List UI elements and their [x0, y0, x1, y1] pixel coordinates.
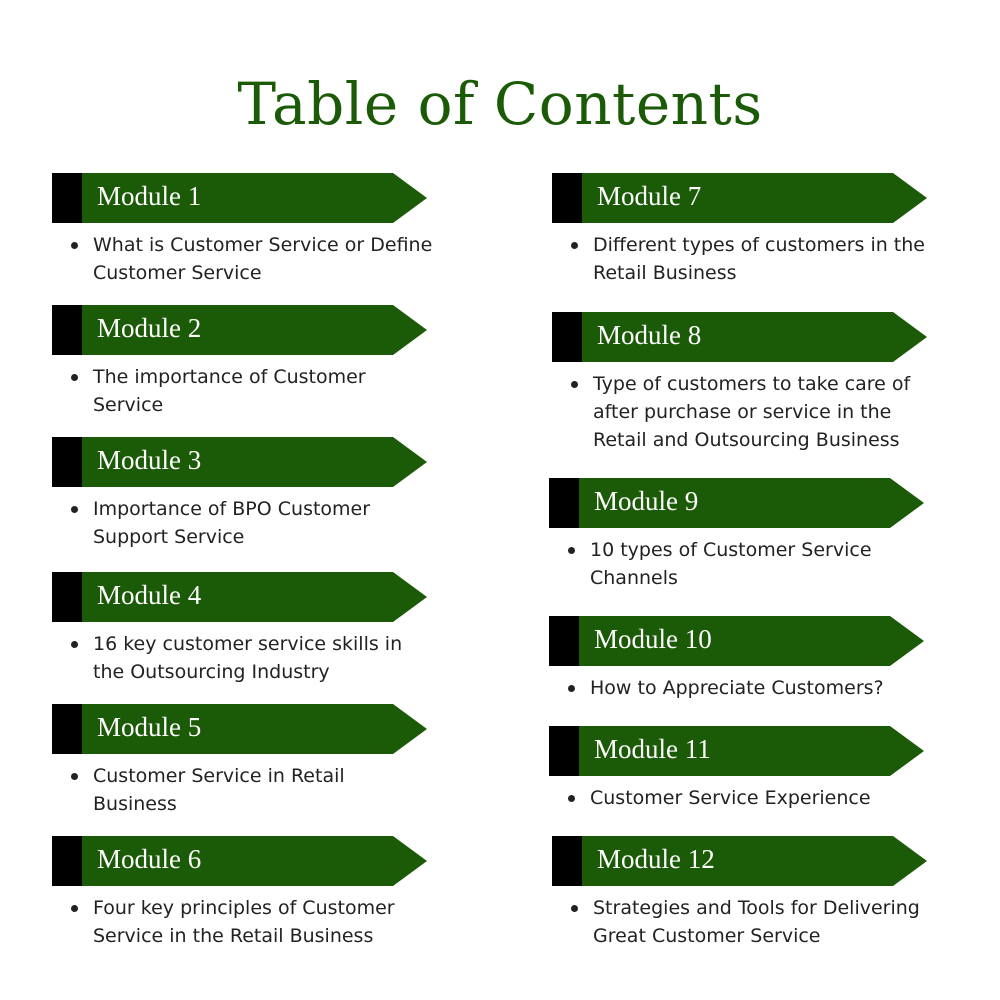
module-section: Module 2 The importance of Customer Serv…: [52, 305, 432, 419]
page-title: Table of Contents: [237, 70, 763, 138]
module-banner: Module 7: [552, 173, 927, 223]
module-banner: Module 9: [549, 478, 924, 528]
arrow-banner-shape: [582, 836, 927, 886]
module-topics: Type of customers to take care of after …: [552, 370, 932, 454]
module-banner: Module 2: [52, 305, 427, 355]
arrow-banner-shape: [82, 305, 427, 355]
module-section: Module 10 How to Appreciate Customers?: [549, 616, 929, 702]
banner-black-block: [52, 704, 82, 754]
banner-black-block: [52, 836, 82, 886]
arrow-banner-shape: [82, 704, 427, 754]
banner-black-block: [552, 173, 582, 223]
module-label: Module 11: [594, 734, 711, 764]
list-item: 10 types of Customer Service Channels: [568, 536, 930, 592]
list-item: Importance of BPO Customer Support Servi…: [71, 495, 433, 551]
list-item: Type of customers to take care of after …: [571, 370, 933, 454]
module-label: Module 3: [97, 445, 202, 475]
module-label: Module 7: [597, 181, 702, 211]
module-topics: 16 key customer service skills in the Ou…: [52, 630, 432, 686]
module-section: Module 3 Importance of BPO Customer Supp…: [52, 437, 432, 551]
module-section: Module 7 Different types of customers in…: [552, 173, 932, 287]
module-banner: Module 11: [549, 726, 924, 776]
module-section: Module 5 Customer Service in Retail Busi…: [52, 704, 432, 818]
arrow-banner-shape: [579, 726, 924, 776]
banner-black-block: [52, 437, 82, 487]
module-section: Module 8 Type of customers to take care …: [552, 312, 932, 454]
module-banner: Module 6: [52, 836, 427, 886]
module-topics: Strategies and Tools for Delivering Grea…: [552, 894, 932, 950]
module-topics: Customer Service in Retail Business: [52, 762, 432, 818]
module-section: Module 9 10 types of Customer Service Ch…: [549, 478, 929, 592]
module-section: Module 4 16 key customer service skills …: [52, 572, 432, 686]
module-label: Module 5: [97, 712, 202, 742]
arrow-banner-shape: [582, 173, 927, 223]
banner-black-block: [552, 312, 582, 362]
banner-black-block: [552, 836, 582, 886]
module-label: Module 1: [97, 181, 202, 211]
list-item: Different types of customers in the Reta…: [571, 231, 933, 287]
banner-black-block: [52, 173, 82, 223]
module-banner: Module 5: [52, 704, 427, 754]
module-banner: Module 10: [549, 616, 924, 666]
banner-black-block: [549, 616, 579, 666]
banner-black-block: [549, 478, 579, 528]
banner-black-block: [549, 726, 579, 776]
module-section: Module 11 Customer Service Experience: [549, 726, 929, 812]
module-label: Module 8: [597, 320, 702, 350]
module-section: Module 12 Strategies and Tools for Deliv…: [552, 836, 932, 950]
arrow-banner-shape: [82, 836, 427, 886]
module-label: Module 10: [594, 624, 712, 654]
module-section: Module 6 Four key principles of Customer…: [52, 836, 432, 950]
arrow-banner-shape: [82, 437, 427, 487]
module-label: Module 2: [97, 313, 202, 343]
module-banner: Module 3: [52, 437, 427, 487]
list-item: Customer Service Experience: [568, 784, 930, 812]
module-label: Module 9: [594, 486, 699, 516]
module-label: Module 4: [97, 580, 202, 610]
module-topics: How to Appreciate Customers?: [549, 674, 929, 702]
module-label: Module 6: [97, 844, 202, 874]
module-label: Module 12: [597, 844, 715, 874]
list-item: How to Appreciate Customers?: [568, 674, 930, 702]
module-topics: Importance of BPO Customer Support Servi…: [52, 495, 432, 551]
module-topics: Customer Service Experience: [549, 784, 929, 812]
banner-black-block: [52, 305, 82, 355]
list-item: The importance of Customer Service: [71, 363, 433, 419]
list-item: What is Customer Service or Define Custo…: [71, 231, 433, 287]
module-banner: Module 12: [552, 836, 927, 886]
banner-black-block: [52, 572, 82, 622]
module-banner: Module 1: [52, 173, 427, 223]
list-item: Four key principles of Customer Service …: [71, 894, 433, 950]
list-item: Strategies and Tools for Delivering Grea…: [571, 894, 933, 950]
arrow-banner-shape: [82, 572, 427, 622]
module-topics: 10 types of Customer Service Channels: [549, 536, 929, 592]
list-item: Customer Service in Retail Business: [71, 762, 433, 818]
arrow-banner-shape: [82, 173, 427, 223]
module-banner: Module 8: [552, 312, 927, 362]
arrow-banner-shape: [579, 616, 924, 666]
module-banner: Module 4: [52, 572, 427, 622]
module-topics: The importance of Customer Service: [52, 363, 432, 419]
arrow-banner-shape: [579, 478, 924, 528]
module-topics: Different types of customers in the Reta…: [552, 231, 932, 287]
module-topics: Four key principles of Customer Service …: [52, 894, 432, 950]
arrow-banner-shape: [582, 312, 927, 362]
module-topics: What is Customer Service or Define Custo…: [52, 231, 432, 287]
module-section: Module 1 What is Customer Service or Def…: [52, 173, 432, 287]
list-item: 16 key customer service skills in the Ou…: [71, 630, 433, 686]
